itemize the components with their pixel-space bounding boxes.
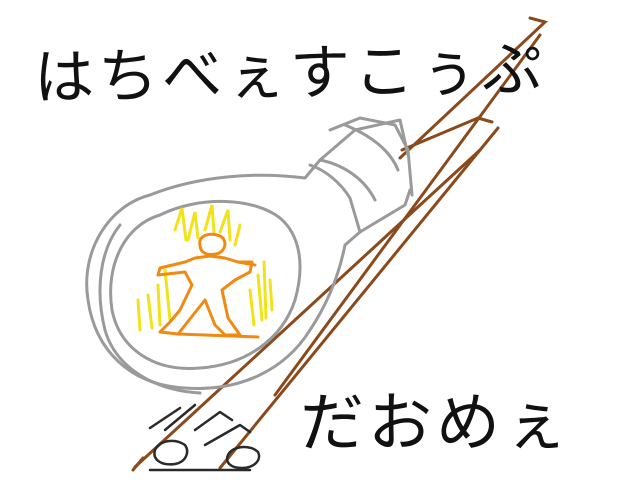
beam-line-top <box>398 16 548 160</box>
scope-outer-shade <box>98 223 202 395</box>
orange-figure <box>156 232 260 339</box>
figure-leg-line <box>176 332 260 339</box>
beam-line-tick <box>131 456 145 472</box>
caption-bottom: だおめぇ <box>300 387 572 461</box>
figure-arm-right <box>236 260 257 267</box>
rock-streak-1 <box>148 406 182 430</box>
beam-line-long-inner <box>133 148 482 469</box>
rock-streak-3 <box>193 410 234 432</box>
rock-streak-4 <box>203 423 252 447</box>
scope-neck-band-2 <box>318 158 377 202</box>
aura-flames <box>136 204 274 332</box>
figure-body <box>156 254 254 337</box>
scope-funnel-bottom <box>343 188 412 247</box>
rocks <box>148 403 261 472</box>
rock-2 <box>225 445 261 470</box>
lens-outer-ring <box>85 193 347 390</box>
figure-head <box>198 232 227 256</box>
lens-inner-ring <box>109 200 302 370</box>
rock-1 <box>153 439 189 466</box>
scope-body <box>85 116 414 395</box>
scope-neck-band <box>308 163 362 234</box>
scope-eyepiece <box>328 116 414 197</box>
beam-line-upper-short <box>400 116 480 152</box>
caption-top: はちべぇすこぅぷ <box>33 34 547 114</box>
scope-eyepiece-ring <box>343 123 400 172</box>
beam-line-right-short <box>476 116 494 124</box>
beam-line-bottom <box>218 126 500 470</box>
beam-lines <box>131 16 548 472</box>
scope-funnel-top <box>148 118 410 197</box>
rock-streak-2 <box>163 403 197 432</box>
